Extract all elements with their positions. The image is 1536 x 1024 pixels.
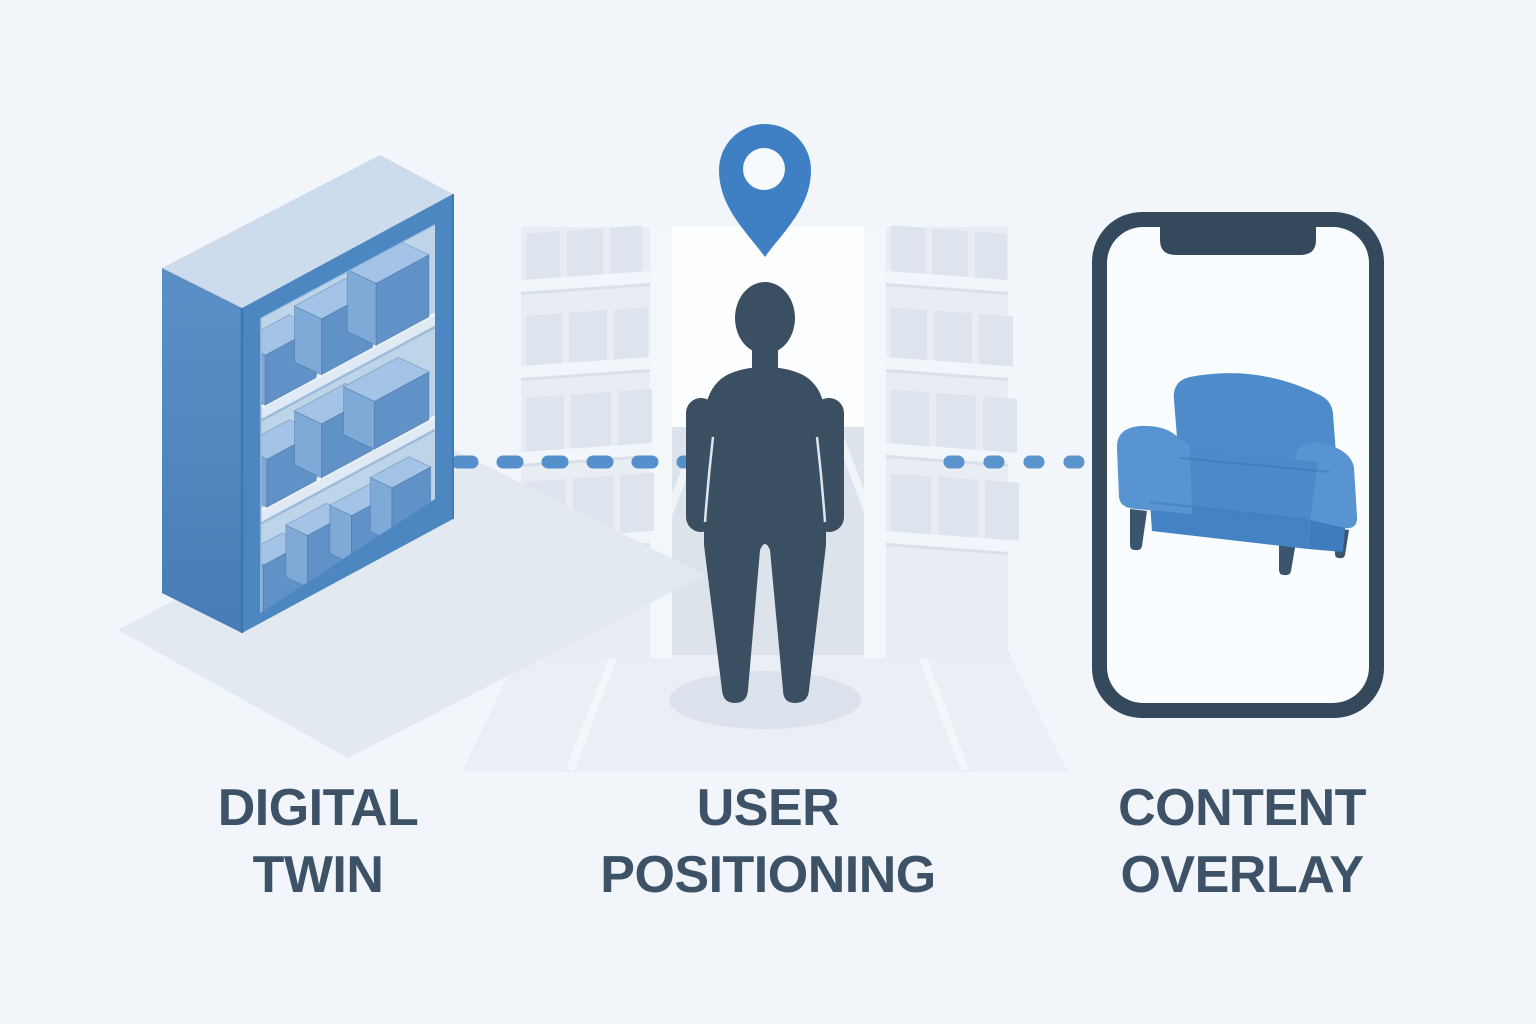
shelf-top [162,155,453,308]
illustration-shape [886,369,1008,381]
backdrop-shelf-right [864,225,1019,658]
illustration-shape [891,473,931,535]
shelf-floor-shadow [118,450,705,758]
illustration-shape [886,357,1008,378]
illustration-shape [620,472,654,534]
illustration-shape [526,395,564,452]
illustration-shape [886,543,1008,555]
illustration-shape [614,307,648,360]
illustration-shape [521,271,650,292]
illustration-shape [571,391,611,449]
illustration-shape [985,480,1019,541]
label-digital-twin: DIGITAL TWIN [217,779,419,904]
illustration-shape [521,283,650,295]
illustration-shape [979,313,1013,367]
sofa-icon [1116,373,1358,576]
store-aisle-backdrop [462,225,1068,772]
illustration-shape [936,392,976,450]
illustration-shape [891,307,927,360]
illustration-shape [886,271,1008,292]
illustration-shape [891,389,929,447]
person-icon [686,282,844,703]
sofa-right-side [1308,520,1345,552]
person-body [704,367,826,703]
person-floor-shadow [669,671,861,729]
sofa-seat [1150,447,1318,520]
shelf-unit-icon [162,155,454,633]
illustration-shape [526,313,562,366]
illustration-shape [983,396,1017,453]
illustration-shape [886,443,1008,464]
illustration-shape [938,476,978,538]
illustration-shape [934,310,972,364]
illustration-shape [932,228,968,277]
illustration-shape [886,283,1008,295]
illustration-shape [567,228,603,277]
sofa-left-arm [1116,425,1192,514]
shelf-interior [260,224,435,613]
phone-notch [1160,226,1316,255]
illustration-shape [569,310,607,363]
illustration-shape [975,231,1007,280]
illustration-shape [886,531,1008,552]
shelf-left-side [162,268,242,633]
illustration-shape [521,369,650,381]
illustration-shape [526,231,560,280]
label-user-positioning: USER POSITIONING [600,779,936,904]
label-content-overlay: CONTENT OVERLAY [1118,779,1366,904]
illustration-shape [342,356,431,402]
illustration-shape [610,225,642,274]
illustration-shape [285,524,308,589]
illustration-shape [521,357,650,378]
illustration-shape [369,456,432,489]
illustration-shape [891,225,925,274]
illustration-shape [618,388,652,446]
location-pin-icon [719,124,811,257]
